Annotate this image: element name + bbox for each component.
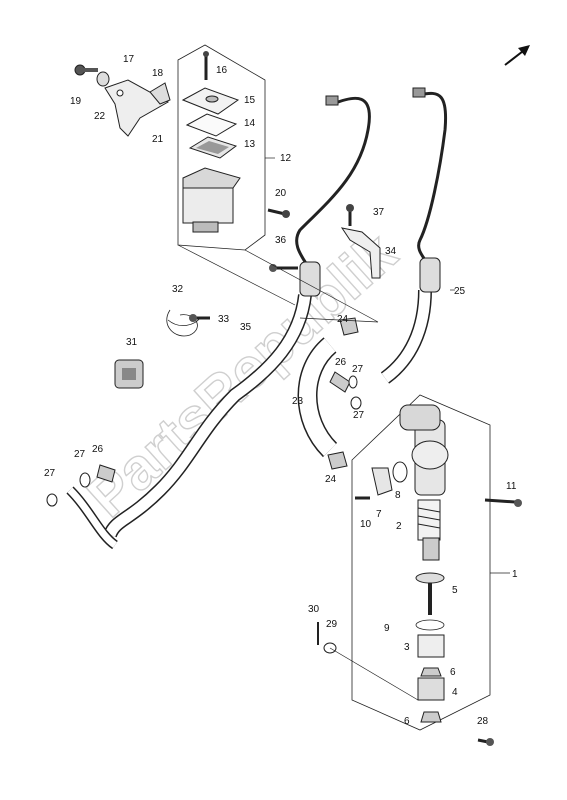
fitting-and-fixing [46,371,362,507]
circlip [415,619,445,631]
hose-guide [114,359,144,389]
callout-5: 5 [452,585,458,596]
callout-1: 1 [512,569,518,580]
callout-14: 14 [244,118,256,129]
callout-9: 9 [384,623,390,634]
callout-34: 34 [385,246,397,257]
callout-24b: 24 [337,314,349,325]
brake-hose-pipes [295,87,448,271]
callout-7: 7 [376,509,382,520]
diaphragm [188,136,238,159]
callout-33: 33 [218,314,230,325]
callout-18: 18 [152,68,164,79]
push-rod [415,572,445,615]
master-cylinder-frame [351,394,491,731]
callout-36: 36 [275,235,287,246]
callout-3: 3 [404,642,410,653]
union-and-bolt [355,461,522,746]
callout-labels: 1 2 5 9 3 6 4 6 28 30 29 11 10 7 8 27 26… [44,54,518,727]
callout-27a: 27 [352,364,364,375]
callout-29: 29 [326,619,338,630]
mounting-bracket [104,79,171,137]
reservoir-screw [267,208,290,218]
callout-24a: 24 [325,474,337,485]
cap-screw [203,51,209,80]
master-cylinder-body [399,404,449,496]
callout-27d: 27 [74,449,86,460]
callout-13: 13 [244,139,256,150]
screw [189,264,298,322]
callout-12: 12 [280,153,292,164]
callout-17: 17 [123,54,135,65]
callout-4: 4 [452,687,458,698]
callout-22: 22 [94,111,106,122]
callout-27c: 27 [44,468,56,479]
callout-25: 25 [454,286,466,297]
callout-26a: 26 [335,357,347,368]
callout-6a: 6 [450,667,456,678]
callout-15: 15 [244,95,256,106]
reservoir-hose [66,289,432,550]
boot [417,634,445,658]
clevis [417,667,445,723]
callout-21: 21 [152,134,164,145]
callout-19: 19 [70,96,82,107]
hose-clamp [166,309,201,337]
callout-16: 16 [216,65,228,76]
diaphragm-plate [185,113,238,137]
callout-31: 31 [126,337,138,348]
callout-27b: 27 [353,410,365,421]
piston-spring-set [417,499,441,561]
leader-lines [177,157,510,701]
callout-8: 8 [395,490,401,501]
reservoir-cap [181,87,240,115]
callout-26b: 26 [92,444,104,455]
callout-6b: 6 [404,716,410,727]
bracket-bolt-and-washer [74,64,110,87]
clip [327,317,359,470]
callout-10: 10 [360,519,372,530]
callout-35: 35 [240,322,252,333]
reservoir-body [182,167,241,233]
arrow-front-icon [504,45,530,66]
callout-37: 37 [373,207,385,218]
callout-23: 23 [292,396,304,407]
callout-20: 20 [275,188,287,199]
hose-bracket [340,204,381,279]
callout-2: 2 [396,521,402,532]
callout-11: 11 [506,481,517,492]
callout-32: 32 [172,284,184,295]
callout-30: 30 [308,604,320,615]
callout-28: 28 [477,716,489,727]
